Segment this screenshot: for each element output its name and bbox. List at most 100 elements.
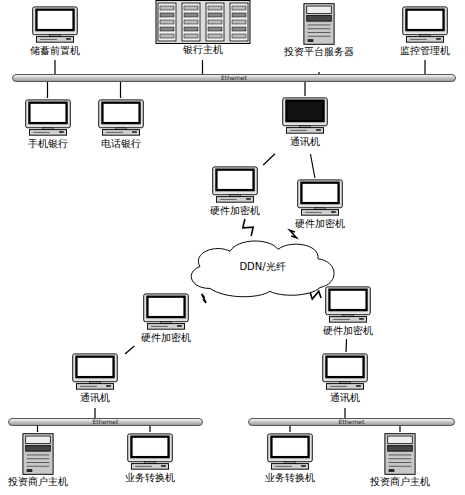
icon-part xyxy=(106,132,123,133)
node-label: Ethernet xyxy=(93,419,119,425)
node-label: 投资平台服务器 xyxy=(284,46,354,58)
icon-part xyxy=(206,3,224,41)
icon-part xyxy=(330,386,347,387)
icon-part xyxy=(308,32,331,33)
connector-line xyxy=(344,408,345,418)
icon-part xyxy=(403,7,448,35)
network-cloud: DDN/光纤 xyxy=(180,236,345,298)
icon-part xyxy=(102,103,139,123)
node-label: 业务转换机 xyxy=(265,472,315,484)
node-label: 手机银行 xyxy=(28,138,68,150)
icon-part xyxy=(25,436,50,444)
device-node: 硬件加密机 xyxy=(310,285,385,339)
connector-line xyxy=(399,426,400,432)
computer-icon xyxy=(209,165,261,205)
device-node: 监控管理机 xyxy=(385,5,465,60)
icon-part xyxy=(389,469,395,472)
device-node: 银行主机 xyxy=(150,0,255,60)
icon-part xyxy=(333,319,350,320)
icon-part xyxy=(298,180,343,208)
mainframe-icon xyxy=(155,0,251,44)
icon-part xyxy=(216,170,253,190)
icon-part xyxy=(268,434,313,462)
connector-line xyxy=(94,408,95,418)
device-node: 硬件加密机 xyxy=(285,178,355,232)
node-label: 银行主机 xyxy=(183,44,223,56)
device-node: 硬件加密机 xyxy=(128,292,203,346)
connector-line xyxy=(54,60,55,74)
icon-part xyxy=(29,130,66,136)
node-label: 监控管理机 xyxy=(400,45,450,57)
icon-part xyxy=(147,297,184,317)
icon-part xyxy=(232,34,246,38)
connector-line xyxy=(47,82,48,98)
icon-part xyxy=(147,324,184,330)
icon-part xyxy=(389,454,412,455)
computer-icon xyxy=(264,432,316,472)
device-node: 硬件加密机 xyxy=(200,165,270,219)
icon-part xyxy=(326,357,363,377)
device-node: 业务转换机 xyxy=(255,432,325,490)
connector-line xyxy=(290,230,297,237)
node-label: 投资商户主机 xyxy=(8,476,68,488)
icon-part xyxy=(160,27,174,31)
icon-part xyxy=(301,210,338,216)
icon-part xyxy=(22,434,52,475)
computer-icon xyxy=(279,96,331,136)
icon-part xyxy=(26,469,32,472)
icon-part xyxy=(436,38,441,40)
icon-part xyxy=(286,101,323,121)
connector-line xyxy=(202,60,203,74)
icon-part xyxy=(184,13,198,17)
icon-part xyxy=(232,6,246,10)
icon-part xyxy=(406,37,443,43)
icon-part xyxy=(326,384,363,390)
icon-part xyxy=(106,385,111,387)
node-label: 投资商户主机 xyxy=(370,476,430,488)
icon-part xyxy=(184,20,198,24)
computer-icon xyxy=(22,98,74,138)
device-node: 投资商户主机 xyxy=(0,432,75,492)
icon-part xyxy=(160,20,174,24)
icon-part xyxy=(316,129,321,131)
connector-line xyxy=(149,426,150,432)
icon-part xyxy=(73,354,118,382)
icon-part xyxy=(26,458,49,459)
server-icon xyxy=(383,432,417,476)
icon-part xyxy=(389,466,412,467)
node-label: 通讯机 xyxy=(80,392,110,404)
icon-part xyxy=(410,39,427,40)
computer-icon xyxy=(29,5,81,45)
icon-part xyxy=(191,241,334,297)
node-label: 业务转换机 xyxy=(125,472,175,484)
computer-icon xyxy=(322,285,374,325)
server-icon xyxy=(21,432,55,476)
icon-part xyxy=(329,317,366,323)
device-node: 通讯机 xyxy=(315,352,375,408)
icon-part xyxy=(220,199,237,200)
icon-part xyxy=(184,6,198,10)
device-node: 投资平台服务器 xyxy=(282,2,356,72)
icon-part xyxy=(232,27,246,31)
connector-line xyxy=(202,294,206,303)
icon-part xyxy=(308,24,331,25)
icon-part xyxy=(132,131,137,133)
connector-line xyxy=(120,82,121,98)
icon-part xyxy=(26,462,49,463)
ethernet-bus: Ethernet xyxy=(12,74,456,82)
icon-part xyxy=(160,34,174,38)
node-label: 通讯机 xyxy=(330,392,360,404)
icon-part xyxy=(208,13,222,17)
icon-part xyxy=(307,16,332,22)
icon-part xyxy=(359,318,364,320)
connector-line xyxy=(263,154,275,165)
icon-part xyxy=(301,183,338,203)
device-node: 通讯机 xyxy=(65,352,125,408)
icon-part xyxy=(323,354,368,382)
icon-part xyxy=(356,385,361,387)
icon-part xyxy=(208,20,222,24)
icon-part xyxy=(286,128,323,134)
icon-part xyxy=(66,38,71,40)
device-node: 业务转换机 xyxy=(115,432,185,490)
